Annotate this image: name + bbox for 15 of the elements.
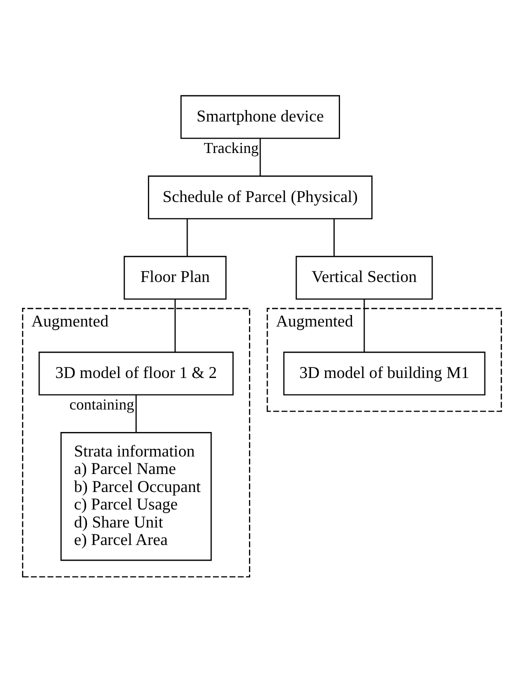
connector xyxy=(364,299,365,352)
edge-label: Tracking xyxy=(204,140,259,157)
connector xyxy=(174,299,176,352)
edge-label: containing xyxy=(69,396,134,414)
node-box: Floor Plan xyxy=(124,256,227,300)
connector xyxy=(260,138,261,176)
node-box: Strata information a) Parcel Name b) Parcel Occupant c) Parcel Usage d) Share Unit e) Parcel Area xyxy=(60,432,212,561)
connector xyxy=(334,218,335,256)
node-box: 3D model of floor 1 & 2 xyxy=(38,352,234,396)
connector xyxy=(186,218,188,256)
connector xyxy=(136,394,137,432)
node-box: Vertical Section xyxy=(296,256,433,300)
node-box: Smartphone device xyxy=(180,95,340,139)
node-box: 3D model of building M1 xyxy=(283,352,486,396)
node-box: Schedule of Parcel (Physical) xyxy=(148,176,373,220)
